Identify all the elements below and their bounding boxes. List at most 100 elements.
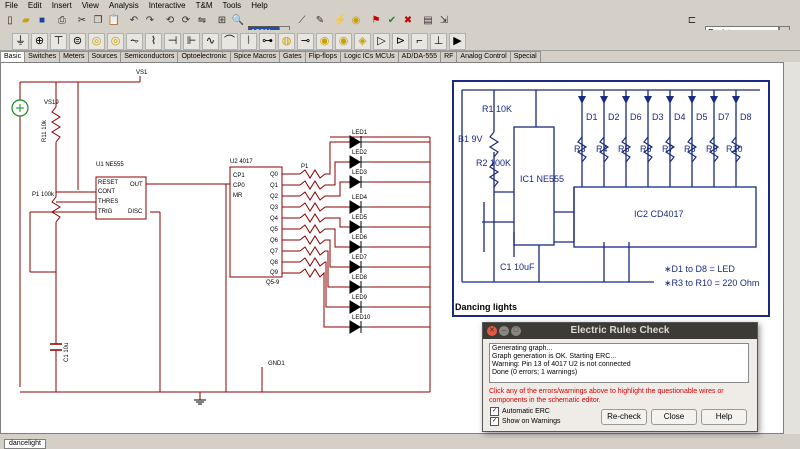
tab-basic[interactable]: Basic bbox=[0, 51, 26, 62]
horizontal-scrollbar[interactable] bbox=[0, 434, 800, 439]
label-led1: LED1 bbox=[352, 130, 368, 136]
inductor-icon[interactable]: ∿ bbox=[202, 33, 219, 50]
potentiometer-icon[interactable]: ⌇ bbox=[145, 33, 162, 50]
sheet-tab[interactable]: dancelight bbox=[4, 439, 46, 449]
tab-optoelectronic[interactable]: Optoelectronic bbox=[177, 51, 231, 62]
tab-flip-flops[interactable]: Flip-flops bbox=[304, 51, 342, 62]
tab-switches[interactable]: Switches bbox=[24, 51, 61, 62]
checkbox-icon[interactable]: ✓ bbox=[490, 407, 499, 416]
pen-icon[interactable]: ✎ bbox=[315, 15, 325, 26]
paste-icon[interactable]: 📋 bbox=[107, 15, 121, 26]
switch-icon[interactable]: ⌐ bbox=[411, 33, 428, 50]
open-folder-icon[interactable]: ▰ bbox=[22, 15, 30, 26]
show-on-warnings-checkbox[interactable]: ✓ Show on Warnings bbox=[490, 417, 561, 426]
photo-r9: R9 bbox=[706, 144, 718, 154]
tab-spice-macros[interactable]: Spice Macros bbox=[229, 51, 280, 62]
coil-icon[interactable]: ⌒ bbox=[221, 33, 238, 50]
motor-icon[interactable]: ◈ bbox=[354, 33, 371, 50]
menu-insert[interactable]: Insert bbox=[51, 1, 72, 10]
help-button[interactable]: Help bbox=[701, 409, 747, 425]
menu-help[interactable]: Help bbox=[251, 1, 268, 10]
zoom-icon[interactable]: 🔍 bbox=[231, 15, 245, 26]
automatic-erc-checkbox[interactable]: ✓ Automatic ERC bbox=[490, 407, 550, 416]
log-line[interactable]: Done (0 errors; 1 warnings) bbox=[492, 369, 578, 376]
tab-gates[interactable]: Gates bbox=[278, 51, 306, 62]
transformer-icon[interactable]: ⦚ bbox=[240, 33, 257, 50]
vertical-scrollbar[interactable] bbox=[784, 62, 800, 434]
elcap-icon[interactable]: ⊩ bbox=[183, 33, 200, 50]
menu-tools[interactable]: Tools bbox=[222, 1, 242, 10]
dialog-close-icon[interactable]: ✕ bbox=[487, 326, 497, 336]
wire-icon[interactable]: ⟋ bbox=[298, 15, 306, 26]
erc-check-icon[interactable]: ✔ bbox=[387, 15, 397, 26]
flip-icon[interactable]: ⇋ bbox=[197, 15, 207, 26]
erc-dialog: Electric Rules Check ✕ – □ Generating gr… bbox=[482, 322, 758, 432]
probe-icon[interactable]: ⚡ bbox=[333, 15, 347, 26]
relay-icon[interactable]: ⊶ bbox=[259, 33, 276, 50]
ac-source-icon[interactable]: ◎ bbox=[88, 33, 105, 50]
log-line[interactable]: Graph generation is OK. Starting ERC... bbox=[492, 353, 617, 360]
menu-edit[interactable]: Edit bbox=[27, 1, 42, 10]
meter-icon[interactable]: ◉ bbox=[316, 33, 333, 50]
photo-r2: R2 100K bbox=[476, 158, 511, 168]
photo-ic1: IC1 NE555 bbox=[520, 174, 564, 184]
recheck-button[interactable]: Re-check bbox=[601, 409, 647, 425]
menu-analysis[interactable]: Analysis bbox=[108, 1, 139, 10]
log-line[interactable]: Warning: Pin 13 of 4017 U2 is not connec… bbox=[492, 361, 631, 368]
grid-icon[interactable]: ⊞ bbox=[217, 15, 227, 26]
tab-ad-da[interactable]: AD/DA-555 bbox=[397, 51, 442, 62]
resistor-icon[interactable]: ⏦ bbox=[126, 33, 143, 50]
save-icon[interactable]: ■ bbox=[38, 15, 46, 26]
tab-meters[interactable]: Meters bbox=[59, 51, 89, 62]
menu-file[interactable]: File bbox=[5, 1, 18, 10]
print-icon[interactable]: ⎙ bbox=[58, 15, 66, 26]
run-icon[interactable]: ⚑ bbox=[371, 15, 381, 26]
menu-interactive[interactable]: Interactive bbox=[148, 1, 186, 10]
power-icon[interactable]: ⊤ bbox=[50, 33, 67, 50]
cut-icon[interactable]: ✂ bbox=[77, 15, 87, 26]
tab-analog-control[interactable]: Analog Control bbox=[456, 51, 511, 62]
export-icon[interactable]: ⇲ bbox=[439, 15, 449, 26]
current-source-icon[interactable]: ◎ bbox=[107, 33, 124, 50]
redo-icon[interactable]: ↷ bbox=[145, 15, 155, 26]
tab-special[interactable]: Special bbox=[509, 51, 541, 62]
reference-schematic-drawing: B1 9V R1 10K R2 100K IC1 NE555 IC2 CD401… bbox=[458, 89, 760, 288]
rotate-right-icon[interactable]: ⟳ bbox=[181, 15, 191, 26]
checkbox-icon[interactable]: ✓ bbox=[490, 417, 499, 426]
new-file-icon[interactable]: ▯ bbox=[7, 15, 13, 26]
opamp-icon[interactable]: ▶ bbox=[449, 33, 466, 50]
log-line[interactable]: Generating graph... bbox=[492, 345, 553, 352]
menu-view[interactable]: View bbox=[81, 1, 99, 10]
show-on-warnings-label: Show on Warnings bbox=[502, 418, 561, 425]
tab-logic-ics[interactable]: Logic ICs MCUs bbox=[340, 51, 399, 62]
menu-tm[interactable]: T&M bbox=[195, 1, 213, 10]
diode-icon[interactable]: ▷ bbox=[373, 33, 390, 50]
bulb-icon[interactable]: ◉ bbox=[351, 15, 361, 26]
rotate-left-icon[interactable]: ⟲ bbox=[165, 15, 175, 26]
led-icon[interactable]: ◉ bbox=[335, 33, 352, 50]
tab-sources[interactable]: Sources bbox=[87, 51, 122, 62]
erc-log-list[interactable]: Generating graph... Graph generation is … bbox=[489, 343, 749, 383]
photo-r4: R4 bbox=[596, 144, 608, 154]
pushbutton-icon[interactable]: ⊥ bbox=[430, 33, 447, 50]
lamp-icon[interactable]: ◍ bbox=[278, 33, 295, 50]
tab-semiconductors[interactable]: Semiconductors bbox=[120, 51, 179, 62]
pin-reset: RESET bbox=[98, 180, 118, 186]
stop-icon[interactable]: ✖ bbox=[403, 15, 413, 26]
battery-icon[interactable]: ⊕ bbox=[31, 33, 48, 50]
zener-icon[interactable]: ⊳ bbox=[392, 33, 409, 50]
netlist-icon[interactable]: ▤ bbox=[423, 15, 433, 26]
photo-d2: D2 bbox=[608, 112, 620, 122]
photo-r3: R3 bbox=[574, 144, 586, 154]
dialog-maximize-icon[interactable]: □ bbox=[511, 326, 521, 336]
undo-icon[interactable]: ↶ bbox=[129, 15, 139, 26]
component-icon[interactable]: ⊏ bbox=[687, 15, 697, 26]
dialog-minimize-icon[interactable]: – bbox=[499, 326, 509, 336]
tab-rf[interactable]: RF bbox=[440, 51, 458, 62]
ground-icon[interactable]: ⏚ bbox=[12, 33, 29, 50]
source-icon[interactable]: ⊜ bbox=[69, 33, 86, 50]
copy-icon[interactable]: ❐ bbox=[93, 15, 103, 26]
capacitor-icon[interactable]: ⊣ bbox=[164, 33, 181, 50]
close-button[interactable]: Close bbox=[651, 409, 697, 425]
fuse-icon[interactable]: ⊸ bbox=[297, 33, 314, 50]
